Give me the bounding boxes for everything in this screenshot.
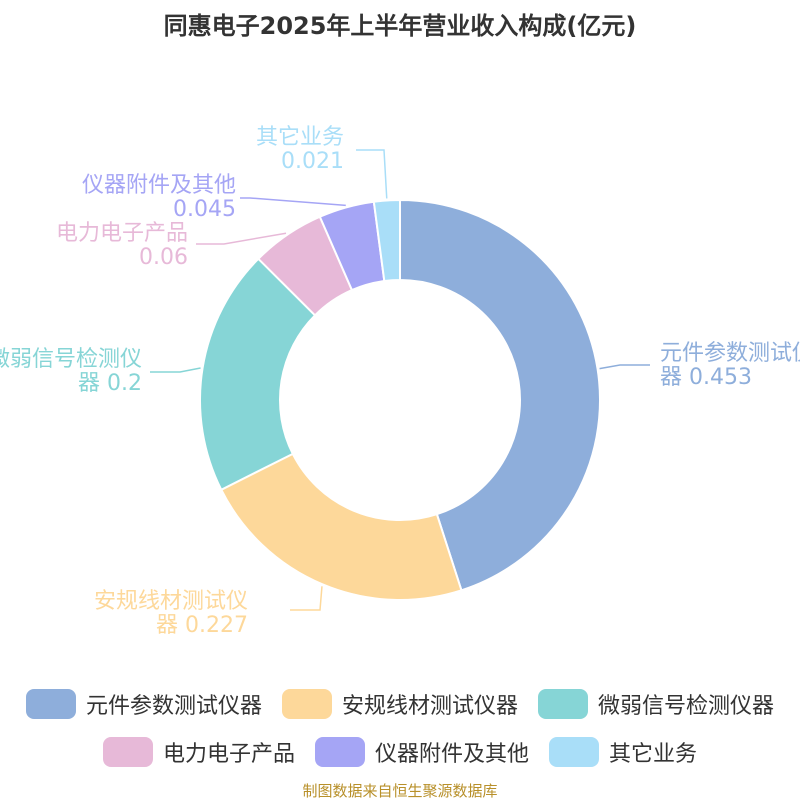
legend-item[interactable]: 仪器附件及其他 (314, 736, 529, 768)
legend-row-1: 元件参数测试仪器 安规线材测试仪器 微弱信号检测仪器 (0, 688, 800, 720)
legend-label: 电力电子产品 (162, 742, 295, 767)
data-label: 0.045 (173, 197, 236, 222)
data-label: 器 0.2 (78, 371, 142, 396)
leader-line (150, 367, 201, 373)
data-label: 0.06 (139, 245, 188, 270)
data-label: 元件参数测试仪 (660, 341, 800, 366)
data-label: 器 0.453 (660, 365, 752, 390)
legend-swatch (549, 737, 599, 767)
legend-label: 微弱信号检测仪器 (598, 694, 775, 719)
data-label: 其它业务 (256, 125, 344, 150)
legend-item[interactable]: 微弱信号检测仪器 (538, 688, 774, 720)
legend-row-2: 电力电子产品 仪器附件及其他 其它业务 (0, 736, 800, 768)
leader-line (196, 232, 287, 245)
source-note: 制图数据来自恒生聚源数据库 (302, 782, 498, 800)
leader-line (599, 364, 650, 370)
leader-line (240, 197, 346, 207)
legend-item[interactable]: 其它业务 (549, 736, 697, 768)
data-label: 微弱信号检测仪 (0, 347, 142, 372)
legend-swatch (25, 689, 76, 719)
legend-swatch (314, 737, 365, 767)
donut-slice[interactable] (219, 452, 463, 601)
legend-label: 元件参数测试仪器 (85, 694, 262, 719)
leader-line (290, 586, 323, 611)
legend-swatch (538, 689, 588, 719)
data-label: 安规线材测试仪 (94, 589, 248, 614)
legend-item[interactable]: 电力电子产品 (102, 736, 295, 768)
legend-swatch (281, 689, 332, 719)
donut-slice[interactable] (399, 198, 601, 592)
donut-slice[interactable] (372, 198, 401, 283)
legend-swatch (102, 737, 153, 767)
legend-item[interactable]: 元件参数测试仪器 (25, 688, 262, 720)
legend-label: 安规线材测试仪器 (341, 694, 518, 719)
donut-chart: 元件参数测试仪器 0.453 安规线材测试仪器 0.227 微弱信号检测仪器 0.2… (0, 125, 800, 638)
data-label: 0.021 (281, 149, 344, 174)
leader-line (356, 149, 388, 199)
legend-label: 其它业务 (609, 742, 698, 767)
legend-label: 仪器附件及其他 (374, 742, 529, 767)
chart-title: 同惠电子2025年上半年营业收入构成(亿元) (163, 12, 637, 40)
data-label: 仪器附件及其他 (82, 173, 236, 198)
donut-slice[interactable] (199, 257, 317, 492)
legend-item[interactable]: 安规线材测试仪器 (281, 688, 518, 720)
data-label: 器 0.227 (156, 613, 248, 638)
data-label: 电力电子产品 (56, 221, 188, 246)
